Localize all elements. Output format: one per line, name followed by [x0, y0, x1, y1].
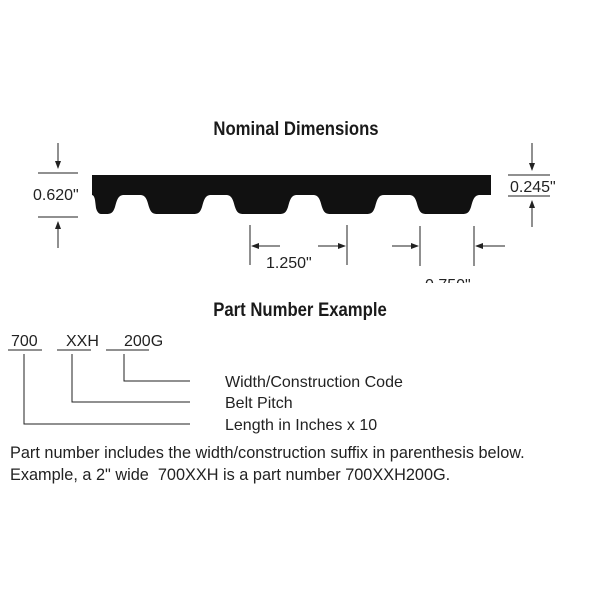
backing-height-label: 0.245"	[510, 179, 556, 196]
length-segment: 700	[11, 333, 38, 350]
part-number-title: Part Number Example	[213, 299, 387, 320]
backing-height-dimension: 0.245"	[508, 143, 556, 227]
width-leader-line	[123, 354, 190, 382]
width-segment: 200G	[124, 333, 163, 350]
pitch-dimension: 1.250"	[249, 225, 348, 272]
note-line-1: Part number includes the width/construct…	[10, 444, 525, 462]
total-height-label: 0.620"	[33, 187, 79, 204]
tooth-width-dimension: 0.750"	[392, 226, 505, 294]
belt-pitch-label: Belt Pitch	[225, 395, 293, 412]
total-height-dimension: 0.620"	[33, 143, 79, 248]
note-line-2: Example, a 2" wide 700XXH is a part numb…	[10, 466, 450, 484]
pitch-leader-line	[71, 354, 190, 403]
belt-profile	[92, 175, 491, 214]
tooth-width-label: 0.750"	[425, 277, 471, 294]
pitch-segment: XXH	[66, 333, 99, 350]
length-leader-line	[23, 354, 190, 425]
nominal-dimensions-title: Nominal Dimensions	[213, 118, 378, 139]
pitch-label: 1.250"	[266, 255, 312, 272]
width-code-label: Width/Construction Code	[225, 374, 403, 391]
length-label: Length in Inches x 10	[225, 417, 377, 434]
